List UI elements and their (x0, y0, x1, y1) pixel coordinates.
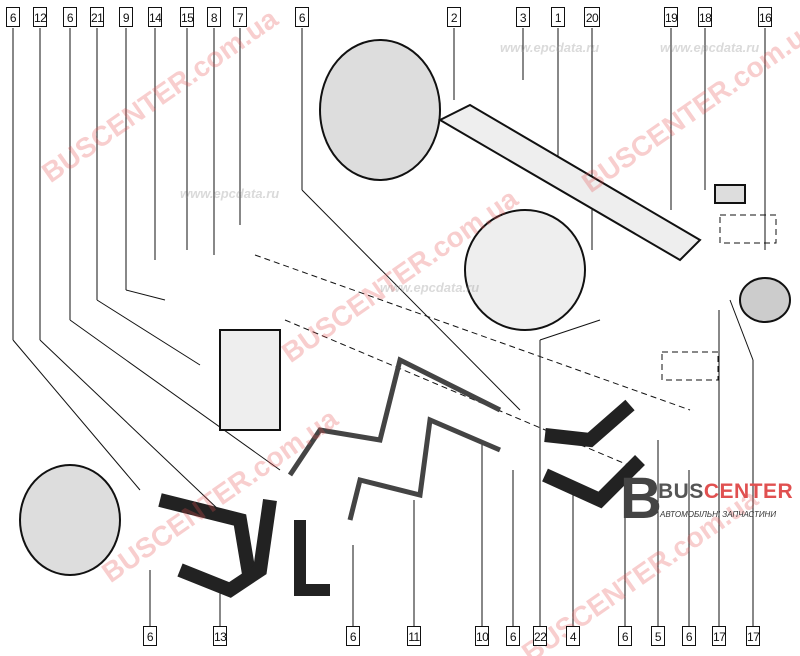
callout-bottom[interactable]: 13 (213, 626, 227, 646)
pipe-10 (287, 356, 502, 477)
callout-bottom[interactable]: 6 (682, 626, 696, 646)
logo-subtitle: АВТОМОБІЛЬНІ ЗАПЧАСТИНИ (660, 510, 777, 519)
engine-block (464, 209, 586, 331)
callout-top[interactable]: 3 (516, 7, 530, 27)
callout-bottom[interactable]: 6 (618, 626, 632, 646)
logo-name: BUSCENTER (658, 480, 793, 504)
parts (19, 39, 791, 598)
callout-bottom[interactable]: 10 (475, 626, 489, 646)
pipe-11 (347, 416, 501, 521)
leader-lines (12, 28, 766, 626)
callout-top[interactable]: 14 (148, 7, 162, 27)
cap-16 (739, 277, 791, 323)
callout-top[interactable]: 7 (233, 7, 247, 27)
callout-bottom[interactable]: 17 (712, 626, 726, 646)
callout-top[interactable]: 6 (6, 7, 20, 27)
callout-bottom[interactable]: 6 (143, 626, 157, 646)
sensor-18 (714, 184, 746, 204)
callout-top[interactable]: 18 (698, 7, 712, 27)
callout-top[interactable]: 16 (758, 7, 772, 27)
callout-top[interactable]: 12 (33, 7, 47, 27)
callout-top[interactable]: 19 (664, 7, 678, 27)
hose-13 (177, 499, 277, 598)
logo-name-part2: CENTER (703, 480, 794, 503)
callout-bottom[interactable]: 6 (346, 626, 360, 646)
callout-bottom[interactable]: 4 (566, 626, 580, 646)
bracket (219, 329, 281, 431)
callout-top[interactable]: 6 (295, 7, 309, 27)
callout-bottom[interactable]: 11 (407, 626, 421, 646)
hose-4 (542, 455, 645, 509)
buscenter-logo: B BUSCENTER АВТОМОБІЛЬНІ ЗАПЧАСТИНИ (620, 470, 800, 530)
callout-top[interactable]: 20 (584, 7, 600, 27)
pump-housing (319, 39, 441, 181)
hose (294, 520, 330, 596)
callout-bottom[interactable]: 5 (651, 626, 665, 646)
turbo-housing (19, 464, 121, 576)
logo-letter: B (620, 466, 662, 531)
callout-bottom[interactable]: 22 (533, 626, 547, 646)
callout-top[interactable]: 15 (180, 7, 194, 27)
callout-top[interactable]: 2 (447, 7, 461, 27)
callout-top[interactable]: 9 (119, 7, 133, 27)
logo-name-part1: BUS (658, 480, 704, 503)
callout-top[interactable]: 21 (90, 7, 104, 27)
callout-top[interactable]: 6 (63, 7, 77, 27)
callout-bottom[interactable]: 17 (746, 626, 760, 646)
hose-5 (544, 399, 635, 448)
callout-bottom[interactable]: 6 (506, 626, 520, 646)
hose-12 (158, 493, 257, 582)
coolant-pipe (437, 103, 702, 262)
callout-top[interactable]: 8 (207, 7, 221, 27)
callout-top[interactable]: 1 (551, 7, 565, 27)
